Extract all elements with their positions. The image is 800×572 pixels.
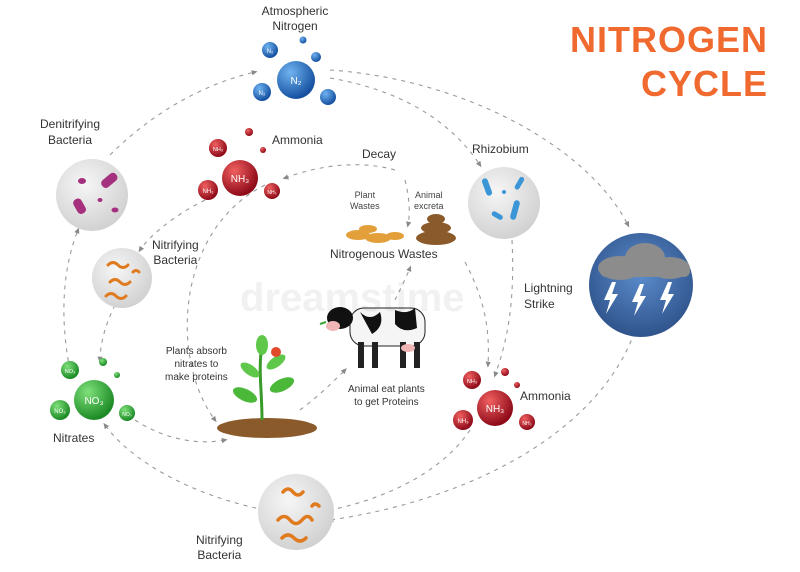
- nitrifying-bacteria-bottom-icon: [258, 474, 334, 550]
- lightning-storm-icon: [589, 233, 693, 337]
- arrow-bottom-to-nitrates: [103, 422, 266, 511]
- ammonia-right-large: [477, 390, 513, 426]
- plants-absorb-label: Plants absorb nitrates to make proteins: [165, 346, 228, 383]
- arrow-n2-to-lightning: [329, 69, 630, 228]
- nitrogenous-wastes-label: Nitrogenous Wastes: [330, 247, 438, 261]
- arrow-lightning-to-bottom: [327, 314, 641, 523]
- nitrifying-bacteria-mid-label: Nitrifying Bacteria: [152, 238, 199, 267]
- arrow-decay-to-ammonia: [282, 164, 396, 180]
- animal-excreta-icon: [416, 214, 456, 245]
- plant-wastes-label: Plant Wastes: [350, 190, 380, 211]
- svg-text:NO₃: NO₃: [54, 409, 66, 415]
- rhizobium-icon: [468, 167, 540, 239]
- n2-small-molecule: [299, 36, 307, 44]
- arrow-ammonia-to-nitrifying: [138, 199, 206, 253]
- ammonia-top-cluster: NH₃ NH₃ NH₃ NH₃: [198, 128, 280, 200]
- page-title: NITROGEN CYCLE: [570, 18, 768, 106]
- plant-icon: [217, 335, 317, 438]
- ammonia-right-cluster: NH₃ NH₃ NH₃ NH₃: [453, 368, 535, 430]
- arrow-rhizobium-to-ammonia: [493, 239, 514, 378]
- n2-small-formula: N₂: [267, 49, 274, 55]
- arrow-inner-loop: [186, 184, 266, 423]
- arrow-nitrates-to-denitrifying: [63, 227, 80, 371]
- svg-text:NH₃: NH₃: [267, 190, 276, 196]
- ammonia-top-label: Ammonia: [272, 133, 323, 147]
- plant-wastes-icon: [346, 225, 404, 243]
- cow-icon: [319, 307, 426, 368]
- svg-text:NO₃: NO₃: [65, 369, 76, 375]
- ammonia-right-label: Ammonia: [520, 389, 571, 403]
- decay-label: Decay: [362, 147, 397, 161]
- title-line-2: CYCLE: [640, 63, 768, 104]
- nitrates-large: [74, 380, 114, 420]
- arrow-plant-to-cow: [299, 368, 347, 411]
- arrow-nitrifying-to-nitrates: [97, 304, 116, 363]
- svg-text:NO₃: NO₃: [84, 396, 103, 407]
- nitrifying-bacteria-mid-icon: [92, 248, 152, 308]
- n2-molecule-cluster: N₂ N₂ N₂: [253, 36, 336, 105]
- svg-text:NH₃: NH₃: [467, 379, 477, 385]
- svg-text:NH₃: NH₃: [231, 174, 250, 185]
- n2-large-molecule: [277, 61, 315, 99]
- atmospheric-nitrogen-label: Atmospheric Nitrogen: [261, 4, 329, 33]
- arrow-denitrifying-to-n2: [109, 70, 258, 156]
- n2-small-molecule: [311, 52, 321, 62]
- watermark: dreamstime: [240, 276, 465, 320]
- title-line-1: NITROGEN: [569, 19, 768, 60]
- arrow-decay-to-wastes: [404, 179, 412, 228]
- svg-text:NH₃: NH₃: [202, 189, 214, 195]
- arrow-wastes-to-ammonia-right: [464, 261, 491, 368]
- ammonia-top-large: [222, 160, 258, 196]
- nitrates-cluster: NO₃ NO₃ NO₃ NO₃: [50, 358, 135, 421]
- svg-text:NO₃: NO₃: [122, 412, 132, 418]
- n2-small-molecule: [320, 89, 336, 105]
- arrow-cow-to-wastes: [394, 265, 412, 301]
- svg-text:NH₃: NH₃: [457, 419, 469, 425]
- nitrifying-bacteria-bottom-label: Nitrifying Bacteria: [196, 533, 243, 562]
- n2-small-molecule: [253, 83, 271, 101]
- n2-small-formula: N₂: [259, 91, 266, 97]
- animal-eat-plants-label: Animal eat plants to get Proteins: [348, 384, 425, 408]
- nitrates-label: Nitrates: [53, 431, 95, 445]
- cycle-arrows: [63, 69, 641, 523]
- arrow-n2-to-rhizobium: [329, 77, 482, 168]
- animal-excreta-label: Animal excreta: [414, 190, 444, 211]
- svg-text:NH₃: NH₃: [486, 404, 505, 415]
- svg-text:NH₃: NH₃: [522, 421, 531, 427]
- lightning-strike-label: Lightning Strike: [524, 281, 573, 311]
- n2-small-molecule: [262, 42, 278, 58]
- arrow-ammonia-to-bottom: [327, 429, 471, 512]
- svg-text:NH₃: NH₃: [213, 147, 223, 153]
- rhizobium-label: Rhizobium: [472, 142, 529, 156]
- denitrifying-bacteria-icon: [56, 159, 128, 231]
- arrow-nitrates-to-plant: [134, 419, 228, 444]
- n2-large-formula: N₂: [290, 76, 301, 87]
- denitrifying-bacteria-label: Denitrifying Bacteria: [40, 117, 101, 147]
